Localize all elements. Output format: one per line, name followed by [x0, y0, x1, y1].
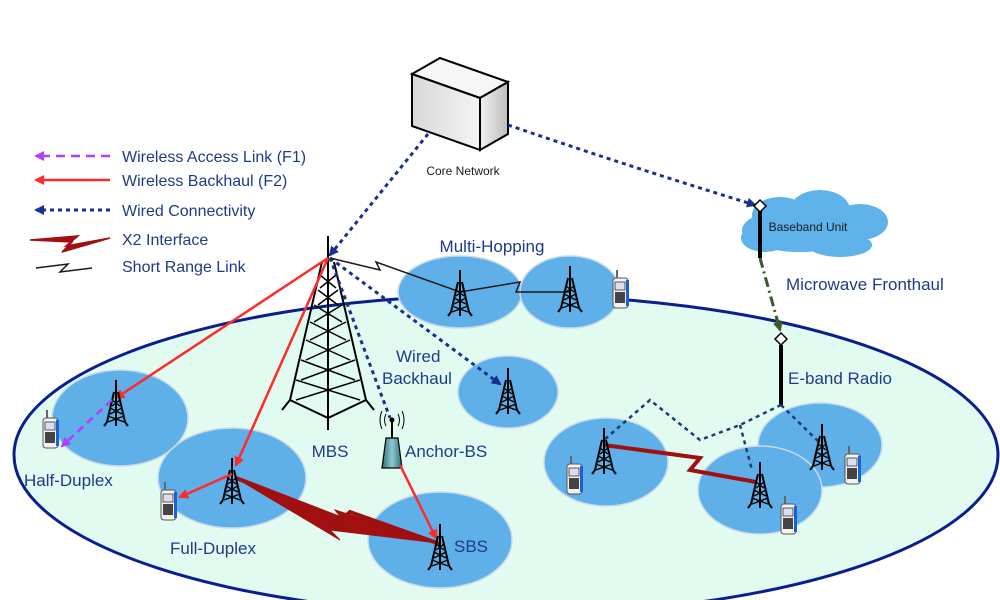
wired-backhaul-label-line2: Backhaul [382, 369, 452, 388]
wired-backhaul-label-line1: Wired [396, 347, 440, 366]
legend-item-x2: X2 Interface [29, 232, 208, 253]
sbs-label: SBS [454, 537, 488, 556]
legend-short-range-label: Short Range Link [122, 259, 247, 276]
wireless-backhaul-half-duplex [114, 256, 329, 400]
wireless-link-full-duplex [178, 472, 233, 499]
wireless-access-half-duplex [60, 399, 113, 448]
eband-wired-link-cell3 [780, 404, 823, 446]
microwave-fronthaul-link [758, 257, 783, 332]
legend-wireless-backhaul-label: Wireless Backhaul (F2) [122, 173, 287, 190]
wireless-backhaul-anchor-sbs [398, 464, 438, 540]
core-network-label: Core Network [426, 164, 500, 178]
baseband-unit-label: Baseband Unit [769, 220, 848, 234]
mbs-tower-icon [281, 236, 375, 430]
legend-item-short-range: Short Range Link [35, 259, 247, 276]
legend-item-wired: Wired Connectivity [34, 203, 255, 220]
core-network-server-icon [409, 56, 511, 152]
small-cell-cluster-1 [543, 417, 669, 507]
legend-x2-label: X2 Interface [122, 232, 208, 249]
eband-wired-link-cell1 [603, 398, 782, 442]
wireless-backhaul-full-duplex [234, 257, 330, 467]
legend-item-wireless-access: Wireless Access Link (F1) [34, 149, 306, 166]
e-band-radio-label: E-band Radio [788, 369, 892, 388]
legend: Wireless Access Link (F1) Wireless Backh… [29, 149, 306, 276]
legend-x2-symbol [29, 235, 111, 253]
mbs-label: MBS [312, 442, 349, 461]
half-duplex-label: Half-Duplex [24, 471, 113, 490]
baseband-antenna-diamond [752, 198, 768, 214]
wired-link-core-mbs [328, 133, 430, 257]
baseband-unit-cloud-icon [741, 190, 888, 257]
wired-link-core-baseband [507, 123, 757, 208]
legend-wireless-access-label: Wireless Access Link (F1) [122, 149, 306, 166]
multi-hopping-label: Multi-Hopping [440, 237, 545, 256]
legend-item-wireless-backhaul: Wireless Backhaul (F2) [34, 173, 287, 190]
legend-short-range-symbol [35, 262, 93, 274]
anchor-bs-label: Anchor-BS [405, 442, 487, 461]
x2-interface-cluster [603, 443, 757, 484]
full-duplex-label: Full-Duplex [170, 539, 256, 558]
wired-backhaul-mbs-sbs [329, 256, 502, 386]
microwave-fronthaul-label: Microwave Fronthaul [786, 275, 944, 294]
legend-wired-label: Wired Connectivity [122, 203, 255, 220]
